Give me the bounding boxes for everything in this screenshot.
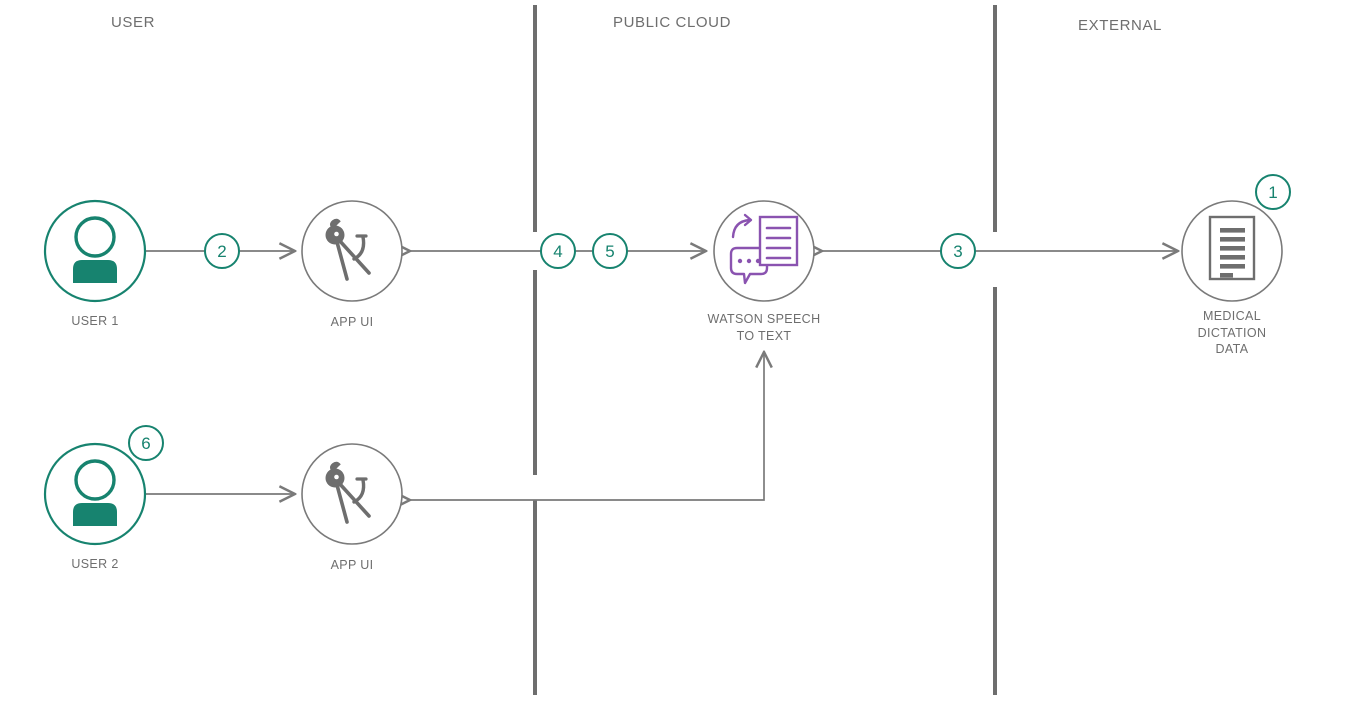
node-label-line: DATA — [1215, 342, 1249, 356]
badge-4[interactable]: 4 — [540, 233, 576, 269]
badge-1[interactable]: 1 — [1255, 174, 1291, 210]
badge-label: 1 — [1268, 183, 1277, 202]
zone-label-external: EXTERNAL — [1078, 17, 1162, 34]
badge-2[interactable]: 2 — [204, 233, 240, 269]
badge-circle — [204, 233, 240, 269]
node-user-2[interactable] — [43, 442, 147, 546]
node-circle — [43, 199, 147, 303]
node-label-user-2: USER 2 — [71, 557, 119, 571]
badge-label: 6 — [141, 434, 150, 453]
user-icon — [73, 216, 117, 283]
node-label-user-1: USER 1 — [71, 314, 119, 328]
node-label-watson: WATSON SPEECH TO TEXT — [708, 311, 821, 344]
document-icon — [1208, 215, 1256, 281]
node-user-1[interactable] — [43, 199, 147, 303]
badge-5[interactable]: 5 — [592, 233, 628, 269]
speech-to-text-icon — [729, 213, 799, 285]
node-label-medical-data: MEDICAL DICTATION DATA — [1198, 308, 1267, 358]
badge-label: 3 — [953, 242, 962, 261]
node-label-line: MEDICAL — [1202, 309, 1262, 323]
node-circle — [301, 443, 403, 545]
badge-circle — [540, 233, 576, 269]
connector-watson-to-appui2 — [410, 352, 764, 500]
zone-label-user: USER — [110, 14, 156, 31]
node-label-line: TO TEXT — [736, 328, 792, 343]
badge-6[interactable]: 6 — [128, 425, 164, 461]
connector-elbow-path — [410, 352, 764, 500]
badge-3[interactable]: 3 — [940, 233, 976, 269]
node-app-ui-2[interactable] — [301, 443, 403, 545]
zone-label-public-cloud: PUBLIC CLOUD — [612, 14, 732, 31]
node-medical-dictation-data[interactable] — [1181, 200, 1283, 302]
node-app-ui-1[interactable] — [301, 200, 403, 302]
node-label-line: DICTATION — [1197, 325, 1267, 340]
badge-label: 2 — [217, 242, 226, 261]
badge-label: 5 — [605, 242, 614, 261]
compass-icon — [325, 461, 371, 524]
badge-circle — [128, 425, 164, 461]
node-circle — [301, 200, 403, 302]
node-label-line: WATSON SPEECH — [707, 312, 821, 326]
node-watson-speech-to-text[interactable] — [713, 200, 815, 302]
badge-circle — [1255, 174, 1291, 210]
node-circle — [43, 442, 147, 546]
node-label-app-ui-2: APP UI — [330, 558, 374, 572]
badge-label: 4 — [553, 242, 562, 261]
user-icon — [73, 459, 117, 526]
badge-circle — [592, 233, 628, 269]
compass-icon — [325, 218, 371, 281]
node-label-app-ui-1: APP UI — [330, 315, 374, 329]
badge-circle — [940, 233, 976, 269]
